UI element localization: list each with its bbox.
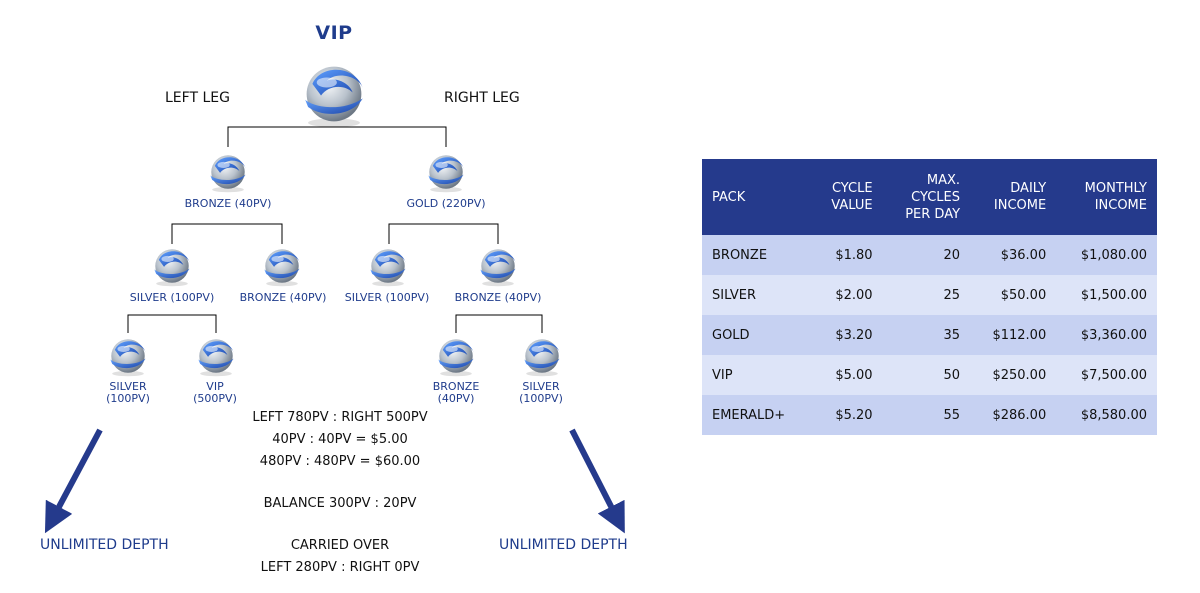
daily-income-cell: $112.00 [970,315,1057,355]
monthly-income-cell: $7,500.00 [1056,355,1157,395]
max-cycles-cell: 25 [882,275,971,315]
max-cycles-cell: 35 [882,315,971,355]
node-label-line: VIP [206,380,224,393]
globe-icon [428,155,464,193]
header-line: CYCLE [831,181,873,196]
pack-cell: BRONZE [702,235,811,275]
cycle-value-cell: $5.20 [810,395,883,435]
header-line: INCOME [1094,198,1147,213]
globe-icon [154,249,190,287]
cycle-value-cell: $1.80 [810,235,883,275]
root-globe-icon [305,66,363,128]
node-label-line: BRONZE [432,380,480,393]
globe-icon [110,339,146,377]
header-line: CYCLES [911,189,961,205]
globe-icon [438,339,474,377]
carried-over-line: CARRIED OVER [290,538,390,553]
header-line: VALUE [831,198,873,213]
globe-icon [370,249,406,287]
cycle-value-cell: $2.00 [810,275,883,315]
max-cycles-cell: 50 [882,355,971,395]
node-label: SILVER (100PV) [519,381,563,405]
calc-line: 480PV : 480PV = $60.00 [259,454,421,469]
node-label-line: SILVER [109,380,147,393]
calc-line: LEFT 780PV : RIGHT 500PV [252,410,428,425]
globe-icon [480,249,516,287]
table-row: SILVER $2.00 25 $50.00 $1,500.00 [702,275,1157,315]
root-title: VIP [315,22,353,44]
monthly-income-cell: $1,080.00 [1056,235,1157,275]
header-line: PACK [712,189,746,205]
left-leg-label: LEFT LEG [165,90,230,106]
monthly-income-cell: $8,580.00 [1056,395,1157,435]
node-label: VIP (500PV) [193,381,237,405]
max-cycles-cell: 55 [882,395,971,435]
table-row: GOLD $3.20 35 $112.00 $3,360.00 [702,315,1157,355]
pack-cell: VIP [702,355,811,395]
daily-income-cell: $250.00 [970,355,1057,395]
table-row: VIP $5.00 50 $250.00 $7,500.00 [702,355,1157,395]
daily-income-cell: $50.00 [970,275,1057,315]
calc-line: 40PV : 40PV = $5.00 [272,432,408,447]
balance-line: BALANCE 300PV : 20PV [263,496,417,511]
node-label-line: (40PV) [437,392,475,405]
pack-cell: SILVER [702,275,811,315]
globe-icon [210,155,246,193]
node-label: BRONZE (40PV) [454,291,542,304]
header-cycle-value: CYCLE VALUE [810,159,883,235]
header-line: PER DAY [905,206,961,222]
monthly-income-cell: $3,360.00 [1056,315,1157,355]
header-pack: PACK [702,159,811,235]
node-label-line: (100PV) [106,392,150,405]
header-line: DAILY [1010,181,1047,196]
pack-cell: EMERALD+ [702,395,811,435]
node-label: BRONZE (40PV) [433,381,480,405]
globe-icon [524,339,560,377]
globe-icon [198,339,234,377]
node-label: SILVER (100PV) [344,291,430,304]
node-label-line: (100PV) [519,392,563,405]
max-cycles-cell: 20 [882,235,971,275]
header-line: INCOME [993,198,1047,213]
node-label: GOLD (220PV) [406,197,486,210]
arrow-down-left-icon [44,428,103,534]
node-label-line: (500PV) [193,392,237,405]
header-monthly-income: MONTHLY INCOME [1056,159,1157,235]
cycle-value-cell: $5.00 [810,355,883,395]
monthly-income-cell: $1,500.00 [1056,275,1157,315]
income-table: PACK CYCLE VALUE MAX. CYCLES PER DAY DAI… [702,159,1157,435]
node-label: SILVER (100PV) [129,291,215,304]
pack-cell: GOLD [702,315,811,355]
table-header-row: PACK CYCLE VALUE MAX. CYCLES PER DAY DAI… [702,159,1157,235]
node-label: BRONZE (40PV) [239,291,327,304]
header-line: MAX. [926,172,961,188]
globe-icon [264,249,300,287]
node-label: SILVER (100PV) [106,381,150,405]
header-daily-income: DAILY INCOME [970,159,1057,235]
header-line: MONTHLY [1084,181,1147,196]
carried-over-line: LEFT 280PV : RIGHT 0PV [260,560,420,575]
unlimited-depth-right: UNLIMITED DEPTH [499,537,628,553]
cycle-value-cell: $3.20 [810,315,883,355]
node-label: BRONZE (40PV) [184,197,272,210]
binary-tree-diagram [44,66,625,534]
unlimited-depth-left: UNLIMITED DEPTH [40,537,169,553]
arrow-down-right-icon [569,428,625,534]
daily-income-cell: $286.00 [970,395,1057,435]
node-label-line: SILVER [522,380,560,393]
daily-income-cell: $36.00 [970,235,1057,275]
table-row: BRONZE $1.80 20 $36.00 $1,080.00 [702,235,1157,275]
table-row: EMERALD+ $5.20 55 $286.00 $8,580.00 [702,395,1157,435]
header-max-cycles: MAX. CYCLES PER DAY [882,159,971,235]
right-leg-label: RIGHT LEG [444,90,520,106]
